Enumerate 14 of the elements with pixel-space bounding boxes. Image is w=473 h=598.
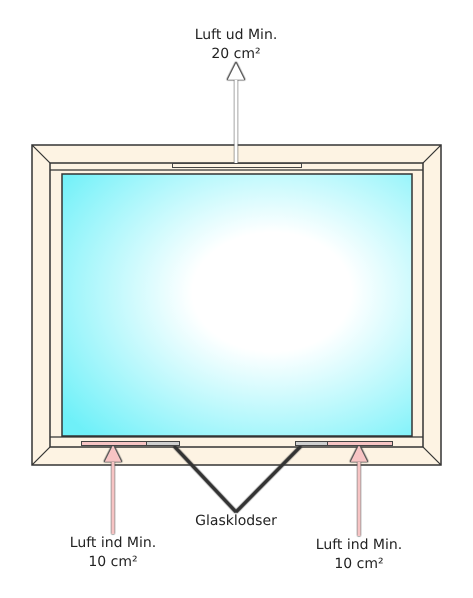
vent-slot [81,441,148,446]
arrow [350,444,368,536]
arrow [226,62,246,163]
air-inlet-label: Luft ind Min. 10 cm² [312,536,406,574]
arrow [104,444,122,534]
air-outlet-label: Luft ud Min. 20 cm² [189,26,283,64]
glass-blocks-label: Glasklodser [189,512,283,531]
leader-line [234,444,302,514]
leader-line [172,444,238,514]
glass-block [146,441,180,446]
vent-slot [327,441,393,446]
glass-block [295,441,329,446]
air-inlet-label: Luft ind Min. 10 cm² [66,534,160,572]
vent-slot [172,163,302,168]
